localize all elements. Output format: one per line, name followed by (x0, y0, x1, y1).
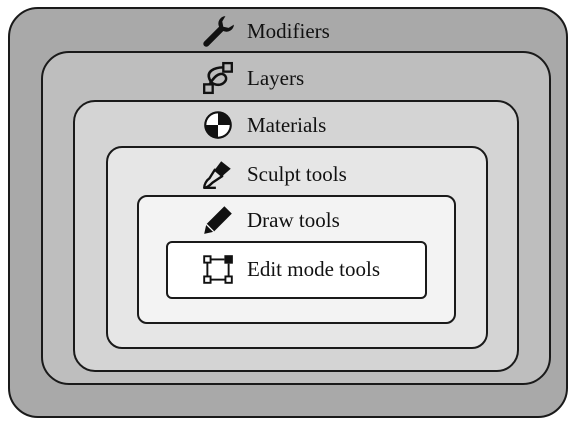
wrench-icon (200, 13, 236, 49)
layers-label: Layers (247, 65, 305, 90)
edit-mode-tools-box (166, 241, 427, 299)
layers-label-group: Layers (200, 60, 304, 96)
curve-path-icon (200, 60, 236, 96)
materials-label: Materials (247, 112, 327, 137)
modifiers-label: Modifiers (247, 18, 330, 43)
sculpt-tools-label-group: Sculpt tools (200, 156, 347, 192)
materials-label-group: Materials (200, 107, 326, 143)
draw-tools-label-group: Draw tools (200, 202, 340, 238)
pencil-icon (200, 202, 236, 238)
edit-mode-tools-label-group: Edit mode tools (200, 251, 380, 287)
edit-mode-icon (200, 251, 236, 287)
sculpt-tools-label: Sculpt tools (247, 161, 347, 186)
modifiers-label-group: Modifiers (200, 13, 330, 49)
draw-tools-label: Draw tools (247, 207, 340, 232)
material-sphere-icon (200, 107, 236, 143)
edit-mode-tools-label: Edit mode tools (247, 256, 380, 281)
sculpt-brush-icon (200, 156, 236, 192)
